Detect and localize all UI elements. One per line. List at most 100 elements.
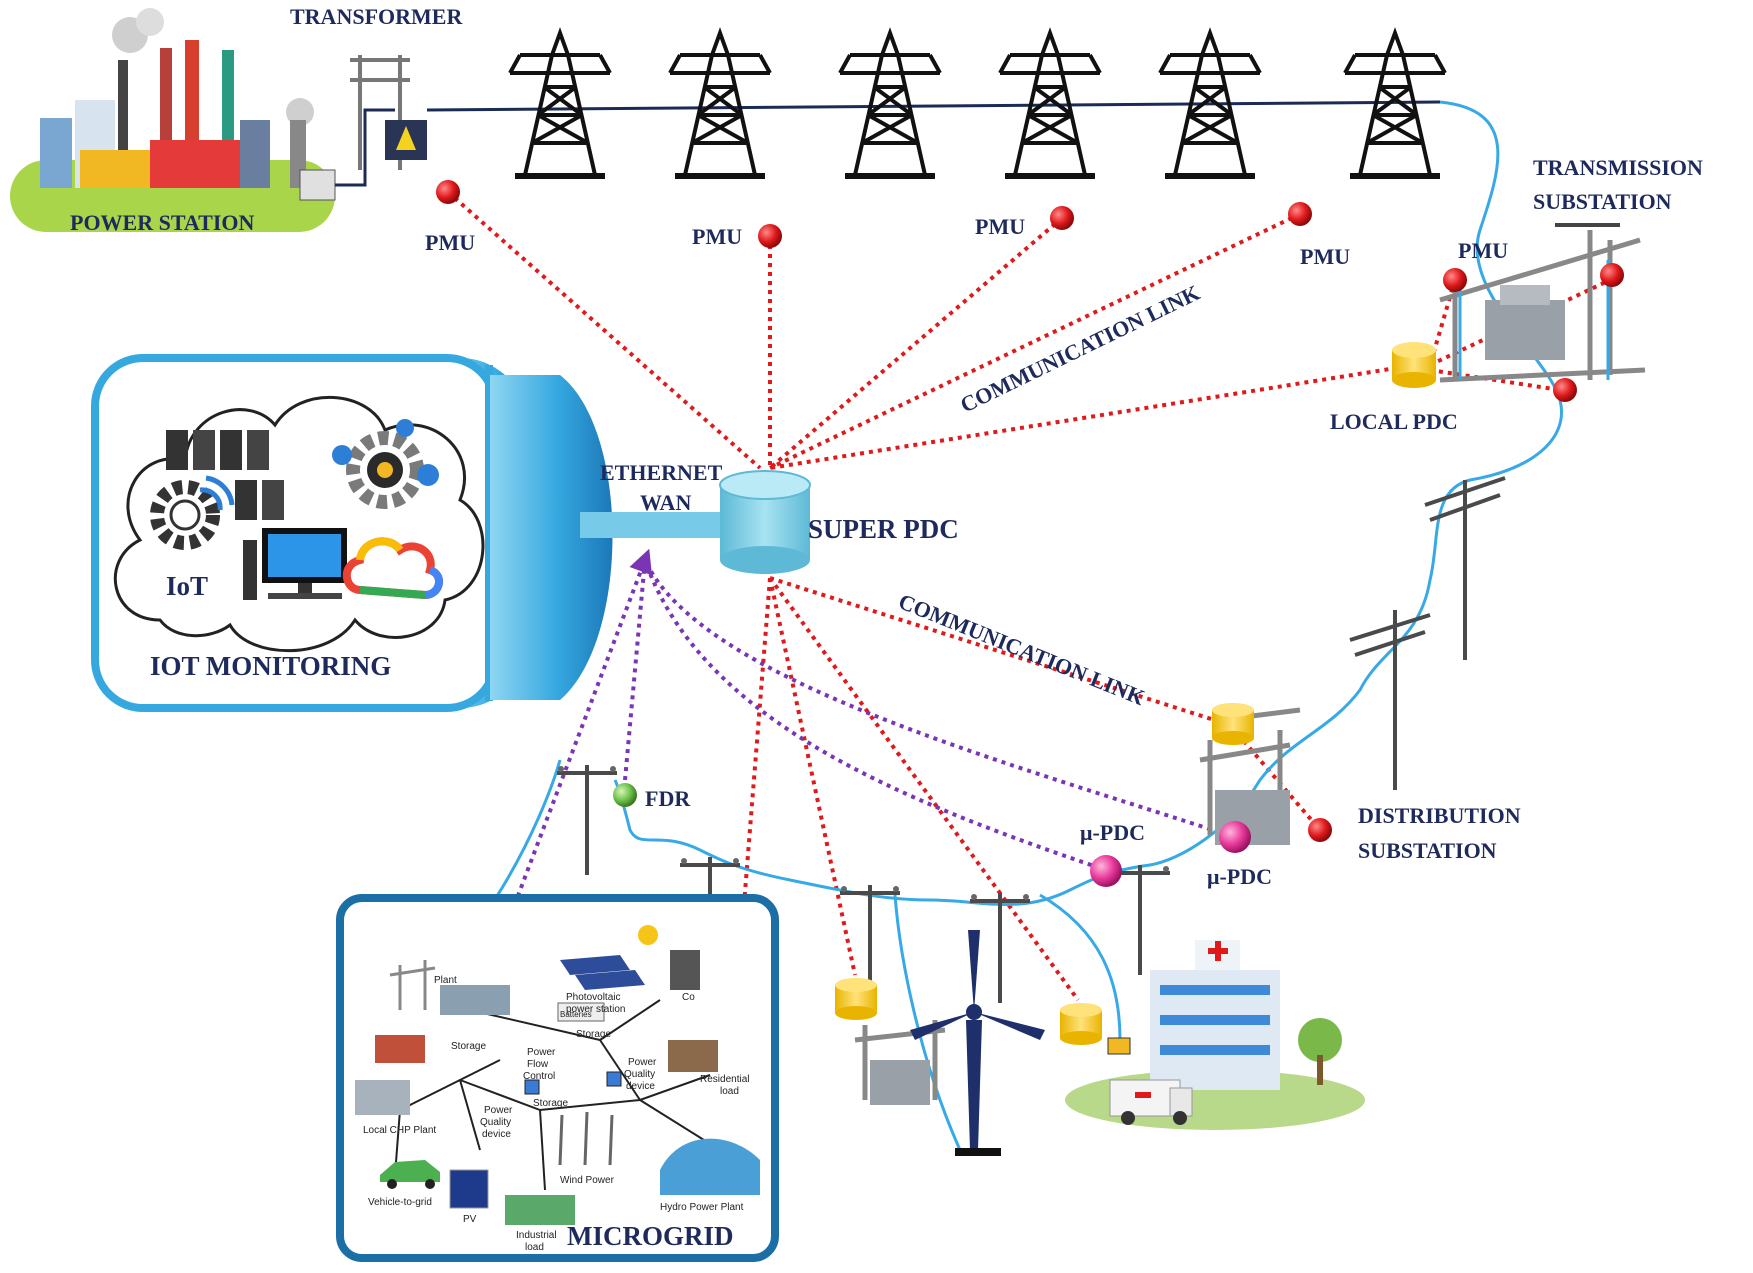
mg-label-res-1: Residential xyxy=(700,1074,749,1085)
meter-icon xyxy=(1107,1037,1131,1055)
mu-pdc-label-1: μ-PDC xyxy=(1080,820,1145,845)
mg-label-storage-3: Storage xyxy=(533,1098,568,1109)
mg-chp-icon xyxy=(355,1080,410,1115)
distribution-substation: DISTRIBUTION SUBSTATION xyxy=(1199,707,1521,863)
iot-link-mu-pdc-microgrid xyxy=(503,548,652,931)
google-cloud-icon xyxy=(342,537,443,600)
iot-link-mu-pdc-1 xyxy=(643,559,1101,870)
pmu-node-4 xyxy=(1288,202,1312,226)
pmu-node-8 xyxy=(1308,818,1332,842)
iot-links xyxy=(503,548,1229,931)
pmu-label-4: PMU xyxy=(1300,244,1350,269)
transformer: TRANSFORMER xyxy=(290,4,463,170)
mu-pdc-node-1 xyxy=(1090,855,1122,887)
mg-pq-icon xyxy=(606,1071,622,1087)
mg-wind-icon xyxy=(558,1111,614,1166)
microgrid-connections xyxy=(394,999,721,1191)
mg-label-pq-4: Power xyxy=(484,1105,513,1116)
communication-links xyxy=(446,190,1611,1002)
transformer-label: TRANSFORMER xyxy=(290,4,463,29)
link-pmu-3 xyxy=(768,216,1064,470)
ethernet-wan-pipe xyxy=(580,512,720,538)
mg-label-pq-5: Quality xyxy=(480,1117,511,1128)
station-feed xyxy=(335,108,395,187)
pmu-node-2 xyxy=(758,224,782,248)
mg-hydro-icon xyxy=(660,1138,760,1195)
microgrid-text: Plant Photovoltaic power station Batteri… xyxy=(363,975,749,1253)
ambulance-icon xyxy=(1109,1079,1193,1125)
local-pdc-label: LOCAL PDC xyxy=(1330,409,1458,434)
mg-label-ind-2: load xyxy=(525,1242,544,1253)
pmu-node-5 xyxy=(1443,268,1467,292)
mg-label-storage-2: Storage xyxy=(576,1029,611,1040)
local-pdc-cylinder xyxy=(1392,342,1436,388)
pdc-cylinder-turbine xyxy=(835,978,877,1020)
mu-pdc-label-2: μ-PDC xyxy=(1207,864,1272,889)
distribution-substation-label-1: DISTRIBUTION xyxy=(1358,803,1521,828)
transmission-line xyxy=(426,100,1441,112)
iot-monitoring-panel: IoT IOT MONITORING xyxy=(91,354,720,712)
microgrid-assets xyxy=(355,925,760,1225)
mg-label-wind: Wind Power xyxy=(560,1175,615,1186)
mg-house-icon xyxy=(375,1035,425,1063)
small-substation xyxy=(854,1020,946,1105)
mg-residential-icon xyxy=(668,1040,718,1072)
microgrid-panel: Plant Photovoltaic power station Batteri… xyxy=(336,894,779,1262)
fdr-label: FDR xyxy=(645,786,691,811)
mg-commercial-icon xyxy=(670,950,700,990)
mg-label-v2g: Vehicle-to-grid xyxy=(368,1197,432,1208)
link-pmu-4 xyxy=(769,212,1301,470)
tower-icon-1 xyxy=(508,31,612,181)
mg-label-plant: Plant xyxy=(434,975,457,986)
super-pdc-cylinder xyxy=(719,470,811,574)
utility-pole-icon-6 xyxy=(968,891,1032,1005)
distribution-poles xyxy=(1349,476,1506,790)
pdc-cylinder-distribution xyxy=(1212,703,1254,745)
utility-pole-icon-1 xyxy=(1424,476,1506,660)
pmu-node-6 xyxy=(1600,263,1624,287)
power-station: POWER STATION xyxy=(10,8,336,235)
utility-pole-icon-3 xyxy=(555,763,619,877)
ethernet-label-2: WAN xyxy=(640,490,691,515)
hospital-feed xyxy=(1039,893,1122,1041)
mg-label-pfc-3: Control xyxy=(523,1071,555,1082)
substation-icon xyxy=(1439,223,1646,383)
mg-label-pfc-2: Flow xyxy=(527,1059,549,1070)
turbine-feed xyxy=(893,894,962,1151)
comm-link-label-bottom: COMMUNICATION LINK xyxy=(895,588,1148,710)
mg-label-res-2: load xyxy=(720,1086,739,1097)
distribution-substation-label-2: SUBSTATION xyxy=(1358,838,1497,863)
utility-pole-icon-2 xyxy=(1349,610,1431,790)
transformer-icon xyxy=(350,55,427,170)
pmu-label-2: PMU xyxy=(692,224,742,249)
settings-gear-icon xyxy=(332,419,439,509)
pmu-nodes: PMU PMU PMU PMU PMU xyxy=(425,180,1624,842)
pmu-node-3 xyxy=(1050,206,1074,230)
super-pdc-label: SUPER PDC xyxy=(808,514,959,544)
server-icon xyxy=(166,430,284,520)
comm-link-label-top: COMMUNICATION LINK xyxy=(956,280,1203,418)
mg-label-ind-1: Industrial xyxy=(516,1230,557,1241)
ethernet-label-1: ETHERNET xyxy=(600,460,723,485)
utility-pole-icon-7 xyxy=(1108,863,1172,977)
mg-substation-icon xyxy=(389,960,436,1010)
mg-label-pv: PV xyxy=(463,1214,477,1225)
transmission-substation-label-1: TRANSMISSION xyxy=(1533,155,1703,180)
link-pmu-1 xyxy=(446,190,762,470)
mg-pv-icon xyxy=(449,1169,489,1209)
tower-icon-6 xyxy=(1343,31,1447,181)
mg-label-hydro: Hydro Power Plant xyxy=(660,1202,744,1213)
pdc-cylinder-hospital xyxy=(1060,1003,1102,1045)
fdr-node xyxy=(613,783,637,807)
pmu-label-5: PMU xyxy=(1458,238,1508,263)
factory-icon xyxy=(40,8,336,201)
mg-label-pq-3: device xyxy=(626,1081,655,1092)
iot-panel-cap-right xyxy=(490,375,613,700)
mg-label-storage-1: Storage xyxy=(451,1041,486,1052)
pmu-node-1 xyxy=(436,180,460,204)
mg-label-chp: Local CHP Plant xyxy=(363,1125,436,1136)
mg-label-commercial: Co xyxy=(682,992,695,1003)
mg-label-pq-6: device xyxy=(482,1129,511,1140)
transmission-substation: TRANSMISSION SUBSTATION xyxy=(1439,155,1703,383)
